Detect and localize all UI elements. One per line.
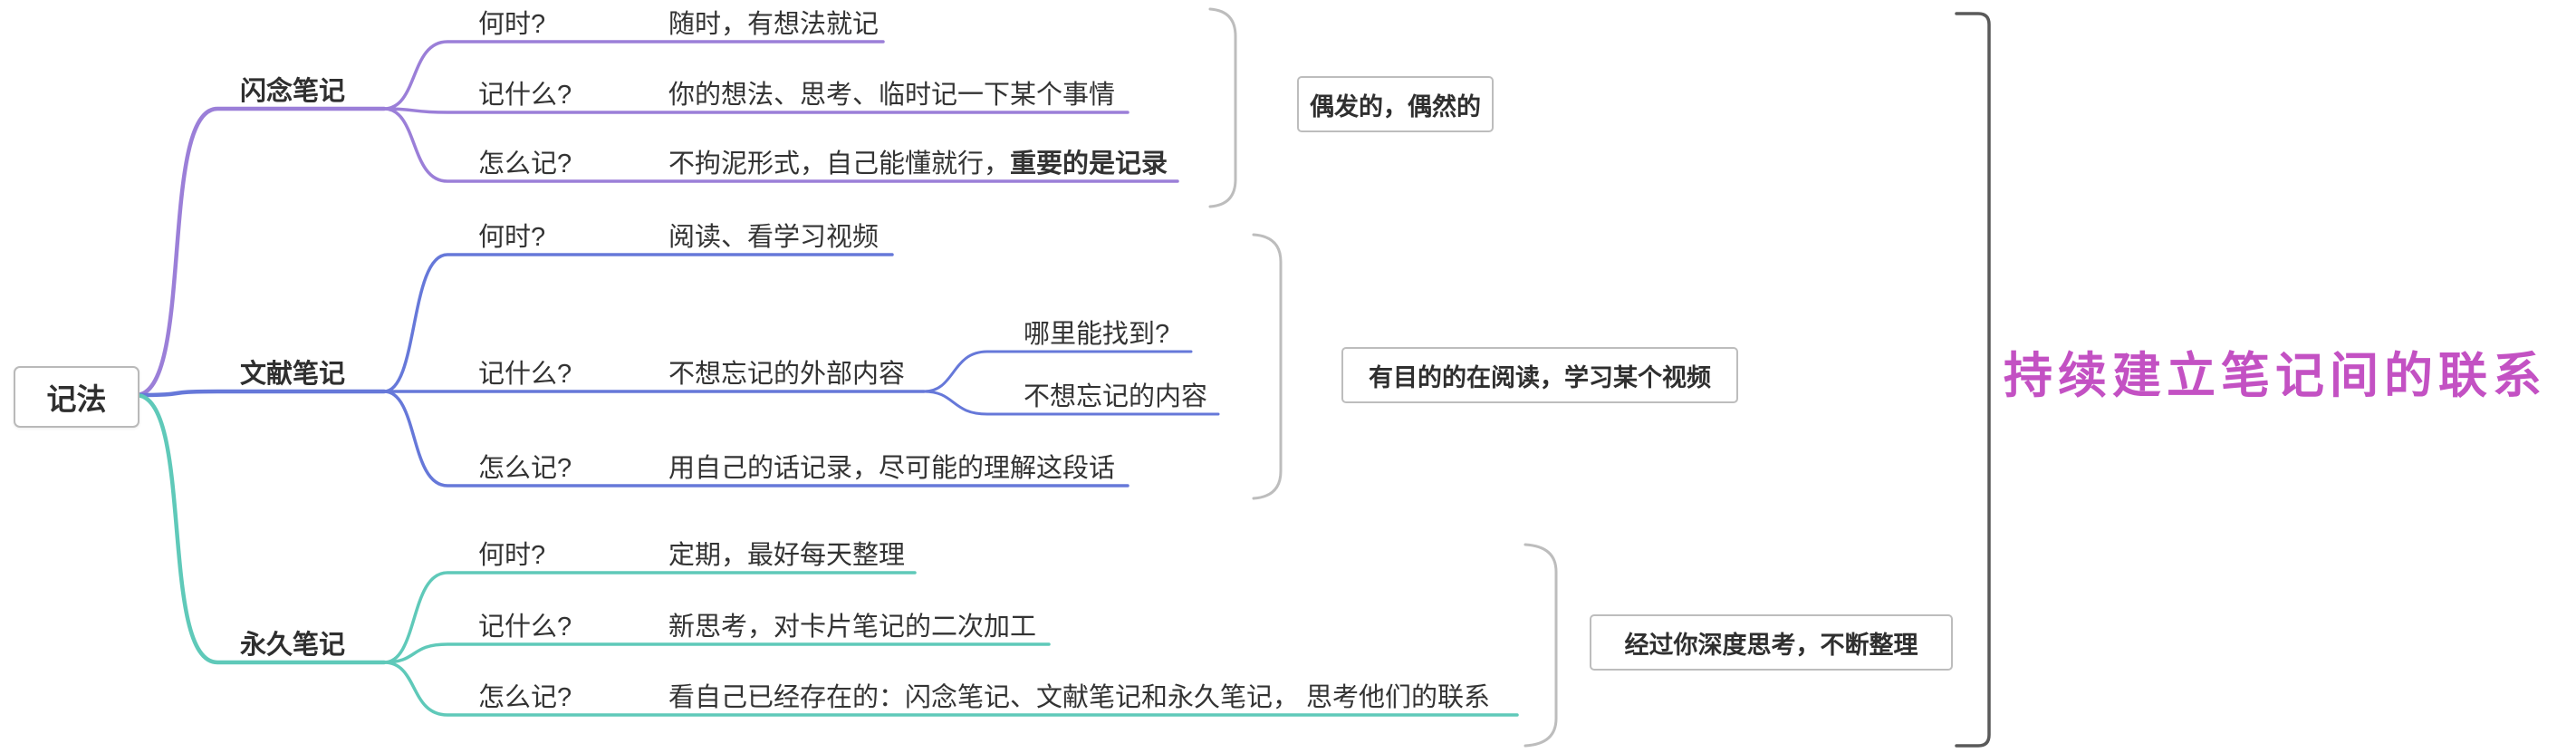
- summary-box-permanent[interactable]: 经过你深度思考，不断整理: [1590, 614, 1953, 671]
- summary-label: 经过你深度思考，不断整理: [1624, 631, 1918, 659]
- answer-node[interactable]: 不想忘记的外部内容: [668, 360, 906, 389]
- answer-node[interactable]: 定期，最好每天整理: [668, 541, 906, 570]
- big-right-bracket: [1955, 12, 1991, 748]
- branch-label-permanent[interactable]: 永久笔记: [240, 631, 346, 660]
- child-node[interactable]: 不想忘记的内容: [1024, 382, 1208, 411]
- question-node[interactable]: 何时?: [478, 223, 546, 252]
- branch-permanent-curves: [133, 392, 1519, 717]
- right-summary-title: 持续建立笔记间的联系: [2004, 349, 2547, 403]
- answer-node[interactable]: 看自己已经存在的：闪念笔记、文献笔记和永久笔记， 思考他们的联系: [668, 683, 1491, 712]
- question-node[interactable]: 怎么记?: [478, 150, 572, 179]
- answer-node[interactable]: 新思考，对卡片笔记的二次加工: [668, 613, 1037, 642]
- bracket-fleeting: [1208, 7, 1237, 208]
- child-node[interactable]: 哪里能找到?: [1024, 320, 1170, 349]
- branch-label-literature[interactable]: 文献笔记: [240, 360, 346, 389]
- answer-node[interactable]: 阅读、看学习视频: [668, 223, 879, 252]
- root-node[interactable]: 记法: [14, 366, 139, 428]
- question-node[interactable]: 记什么?: [478, 360, 572, 389]
- summary-label: 偶发的，偶然的: [1310, 92, 1481, 121]
- answer-normal-part: 不拘泥形式，自己能懂就行，: [668, 150, 1011, 179]
- branch-fleeting-curves: [133, 40, 1179, 398]
- summary-label: 有目的的在阅读，学习某个视频: [1369, 363, 1711, 391]
- question-node[interactable]: 何时?: [478, 541, 546, 570]
- answer-node[interactable]: 用自己的话记录，尽可能的理解这段话: [668, 454, 1116, 483]
- group-brackets: [1208, 7, 1558, 748]
- question-node[interactable]: 记什么?: [478, 81, 572, 110]
- bracket-permanent: [1523, 543, 1558, 748]
- summary-box-fleeting[interactable]: 偶发的，偶然的: [1297, 76, 1494, 132]
- bracket-literature: [1252, 233, 1283, 500]
- root-label: 记法: [46, 382, 107, 416]
- answer-node[interactable]: 随时，有想法就记: [668, 10, 879, 39]
- answer-node[interactable]: 你的想法、思考、临时记一下某个事情: [668, 81, 1116, 110]
- branch-label-fleeting[interactable]: 闪念笔记: [240, 77, 346, 106]
- summary-box-literature[interactable]: 有目的的在阅读，学习某个视频: [1341, 347, 1738, 403]
- answer-bold-part: 重要的是记录: [1010, 150, 1168, 179]
- question-node[interactable]: 记什么?: [478, 613, 572, 642]
- question-node[interactable]: 何时?: [478, 10, 546, 39]
- answer-node[interactable]: 不拘泥形式，自己能懂就行，重要的是记录: [668, 149, 1168, 179]
- branch-literature-curves: [133, 253, 1220, 488]
- question-node[interactable]: 怎么记?: [478, 683, 572, 712]
- question-node[interactable]: 怎么记?: [478, 454, 572, 483]
